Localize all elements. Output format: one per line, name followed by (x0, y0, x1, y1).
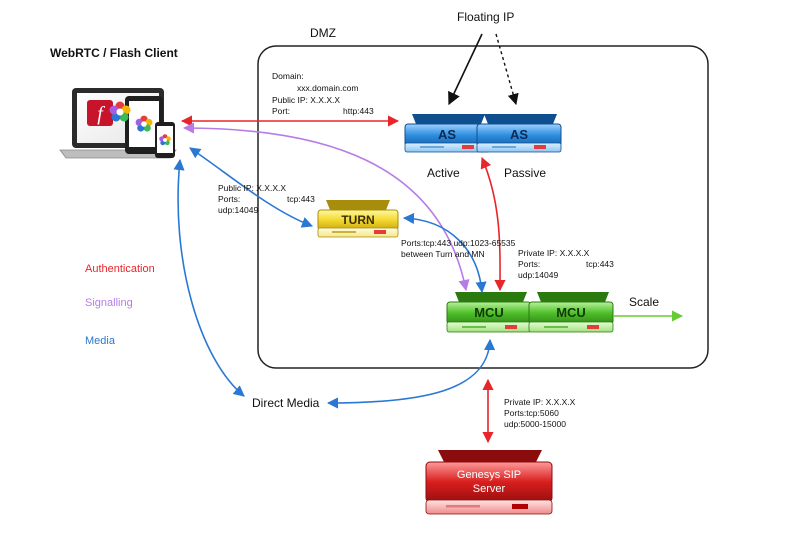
mcu-ports-label: Ports: (518, 259, 541, 269)
auth-as-mcu-line (480, 156, 506, 292)
sip-label-line1: Genesys SIP (457, 469, 521, 481)
direct-media-label: Direct Media (252, 396, 320, 410)
as-active-label: AS (438, 127, 456, 142)
as-passive-server-icon: AS (476, 114, 562, 153)
floating-ip-arrow-active (448, 33, 483, 106)
as-passive-label: AS (510, 127, 528, 142)
as-active-server-icon: AS (404, 114, 490, 153)
media-client-turn-line (189, 147, 314, 228)
mcu-ports-tcp: tcp:443 (586, 259, 614, 269)
sip-private-ip: Private IP: X.X.X.X (504, 397, 576, 407)
dmz-label: DMZ (310, 26, 336, 40)
domain-public-ip: Public IP: X.X.X.X (272, 95, 341, 105)
legend-signalling: Signalling (85, 297, 133, 309)
mcu-ports-udp: udp:14049 (518, 270, 559, 280)
client-title: WebRTC / Flash Client (50, 46, 178, 60)
turn-mn-ports: Ports:tcp:443 udp:1023-65535 (401, 238, 516, 248)
domain-value: xxx.domain.com (297, 83, 359, 93)
mcu-server-2-icon: MCU (528, 292, 614, 333)
legend-authentication: Authentication (85, 263, 155, 275)
media-client-direct-line (173, 158, 245, 397)
mcu-1-label: MCU (474, 305, 504, 320)
client-devices-icon: f (59, 88, 177, 159)
mcu-2-label: MCU (556, 305, 586, 320)
turn-ports-label: Ports: (218, 194, 241, 204)
domain-port-value: http:443 (343, 106, 374, 116)
as-passive-caption: Passive (504, 166, 547, 180)
sip-ports-tcp: Ports:tcp:5060 (504, 408, 559, 418)
svg-text:f: f (97, 103, 105, 125)
turn-mn-between: between Turn and MN (401, 249, 485, 259)
mcu-private-ip: Private IP: X.X.X.X (518, 248, 590, 258)
turn-label: TURN (341, 213, 374, 227)
sip-server-icon: Genesys SIP Server (425, 450, 553, 515)
turn-ports-udp: udp:14049 (218, 205, 259, 215)
as-active-caption: Active (427, 166, 460, 180)
floating-ip-arrow-passive (495, 33, 519, 106)
media-turn-mcu-line (402, 212, 487, 294)
scale-label: Scale (629, 295, 660, 309)
sip-label-line2: Server (473, 483, 506, 495)
mcu-server-1-icon: MCU (446, 292, 532, 333)
turn-ports-tcp: tcp:443 (287, 194, 315, 204)
domain-port-label: Port: (272, 106, 290, 116)
turn-public-ip: Public IP: X.X.X.X (218, 183, 287, 193)
domain-label: Domain: (272, 71, 304, 81)
turn-server-icon: TURN (317, 200, 399, 238)
legend-media: Media (85, 335, 115, 347)
sip-ports-udp: udp:5000-15000 (504, 419, 566, 429)
floating-ip-label: Floating IP (457, 10, 515, 24)
media-direct-mcu-line (326, 338, 496, 409)
